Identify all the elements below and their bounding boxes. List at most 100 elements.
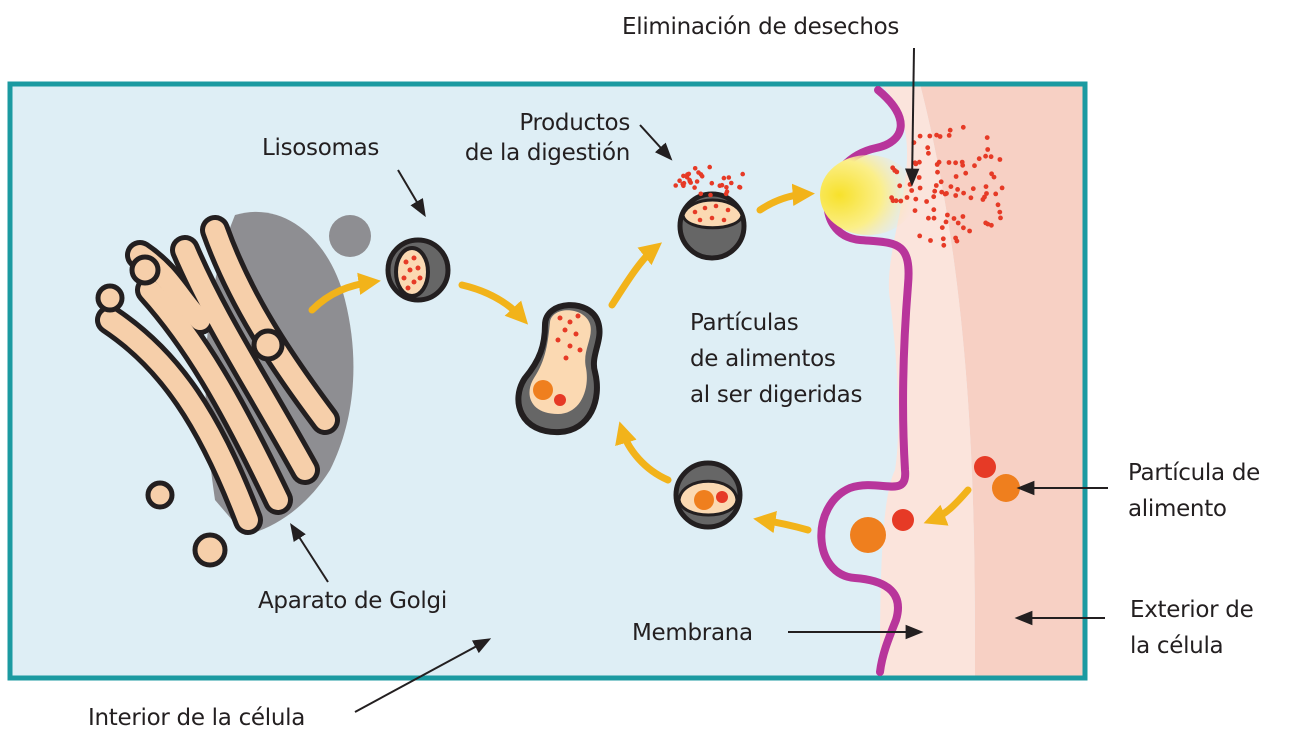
digesting-vesicle	[515, 302, 603, 436]
speckle-dot	[967, 228, 972, 234]
lysosome	[385, 237, 451, 303]
speckle-dot	[953, 160, 958, 166]
speckle-dot	[694, 179, 700, 184]
speckle-dot	[953, 235, 958, 241]
endocytosis-contents	[850, 509, 914, 553]
speckle-dot	[933, 183, 939, 188]
label-particles-line3: al ser digeridas	[690, 382, 863, 408]
food-vacuole	[673, 460, 743, 530]
speckle-dot	[968, 195, 974, 201]
label-cell-exterior: Exterior de la célula	[1130, 592, 1254, 664]
speckle-dot	[924, 199, 929, 204]
speckle-dot	[681, 180, 687, 186]
label-digestion-products-line2: de la digestión	[464, 140, 630, 166]
label-particles-line1: Partículas	[690, 310, 799, 336]
speckle-dot	[946, 160, 952, 165]
speckle-dot	[709, 180, 715, 186]
label-particles-line2: de alimentos	[690, 346, 836, 372]
speckle-dot	[724, 189, 730, 194]
speckle-dot	[997, 157, 1003, 162]
label-exterior-line2: la célula	[1130, 633, 1224, 659]
speckle-dot	[687, 179, 693, 184]
arrow-membrane-to-vacuole	[753, 510, 812, 534]
speckle-dot	[983, 184, 989, 190]
speckle-dot	[942, 191, 948, 197]
process-arrows	[308, 183, 972, 534]
speckle-dot	[917, 185, 923, 191]
speckle-dot	[904, 195, 910, 200]
speckle-dot	[935, 169, 940, 175]
speckle-dot	[707, 164, 712, 170]
speckle-dot	[995, 202, 1001, 208]
speckle-dot	[721, 175, 727, 181]
speckle-dot	[945, 212, 950, 218]
label-exterior-line1: Exterior de	[1130, 597, 1254, 623]
speckle-dot	[890, 165, 896, 171]
arrow-vesicle-to-products	[608, 242, 662, 309]
speckle-dot	[959, 159, 965, 165]
speckle-dot	[686, 171, 692, 177]
speckle-dot	[917, 133, 923, 139]
speckle-dot	[939, 225, 945, 231]
speckle-dot	[988, 154, 994, 160]
speckle-dot	[960, 214, 966, 219]
label-digestion-products: Productos de la digestión	[440, 108, 630, 168]
speckle-dot	[740, 171, 745, 177]
pointer-waste	[905, 47, 920, 187]
pointer-golgi	[290, 522, 329, 583]
speckle-dot	[984, 191, 989, 196]
speckle-dot	[708, 192, 713, 198]
speckle-dot	[912, 208, 918, 214]
speckle-dot	[961, 225, 966, 231]
speckle-dot	[999, 185, 1005, 191]
speckle-dot	[729, 180, 734, 186]
label-lysosomes: Lisosomas	[262, 135, 380, 161]
speckle-dot	[991, 174, 997, 180]
speckle-dot	[970, 186, 976, 192]
label-waste-removal: Eliminación de desechos	[622, 14, 900, 40]
speckle-dot	[928, 238, 933, 243]
waste-glow	[820, 155, 916, 235]
label-food-particle: Partícula de alimento	[1128, 455, 1260, 527]
label-food-line2: alimento	[1128, 496, 1227, 522]
speckle-dot	[947, 127, 953, 133]
speckle-dot	[931, 194, 937, 200]
speckle-dot	[917, 159, 922, 165]
speckle-dot	[681, 173, 686, 179]
speckle-dot	[737, 185, 743, 190]
speckle-dot	[943, 219, 949, 225]
speckle-dot	[997, 209, 1003, 215]
speckle-dot	[916, 175, 922, 180]
arrow-products-to-membrane	[756, 183, 815, 214]
speckle-dot	[946, 133, 952, 138]
speckle-dot	[913, 196, 919, 202]
speckle-dot	[951, 216, 957, 221]
speckle-dot	[998, 215, 1003, 221]
speckle-dot	[953, 193, 959, 198]
speckle-dot	[953, 174, 959, 179]
arrow-food-inward	[923, 486, 972, 526]
cell-exterior-region	[920, 84, 1085, 678]
speckle-dot	[726, 175, 732, 180]
speckle-dot	[960, 124, 966, 130]
label-membrane: Membrana	[632, 620, 753, 646]
speckle-dot	[937, 134, 943, 139]
speckle-dot	[961, 190, 966, 196]
label-golgi: Aparato de Golgi	[258, 588, 447, 614]
pointer-interior	[354, 638, 492, 713]
golgi-vesicle	[329, 215, 371, 257]
waste-speckles	[673, 124, 1005, 248]
speckle-dot	[698, 191, 704, 197]
speckle-dot	[983, 153, 988, 159]
arrow-lysosome-to-vesicle	[458, 281, 529, 325]
speckle-dot	[926, 150, 931, 156]
label-food-line1: Partícula de	[1128, 460, 1260, 486]
speckle-dot	[673, 183, 678, 188]
golgi-apparatus	[95, 211, 354, 568]
speckle-dot	[976, 156, 982, 162]
label-digestion-products-line1: Productos	[519, 110, 630, 136]
speckle-dot	[982, 194, 987, 200]
speckle-dot	[912, 160, 918, 166]
pointer-lysosomes	[397, 169, 426, 218]
speckle-dot	[931, 207, 937, 213]
